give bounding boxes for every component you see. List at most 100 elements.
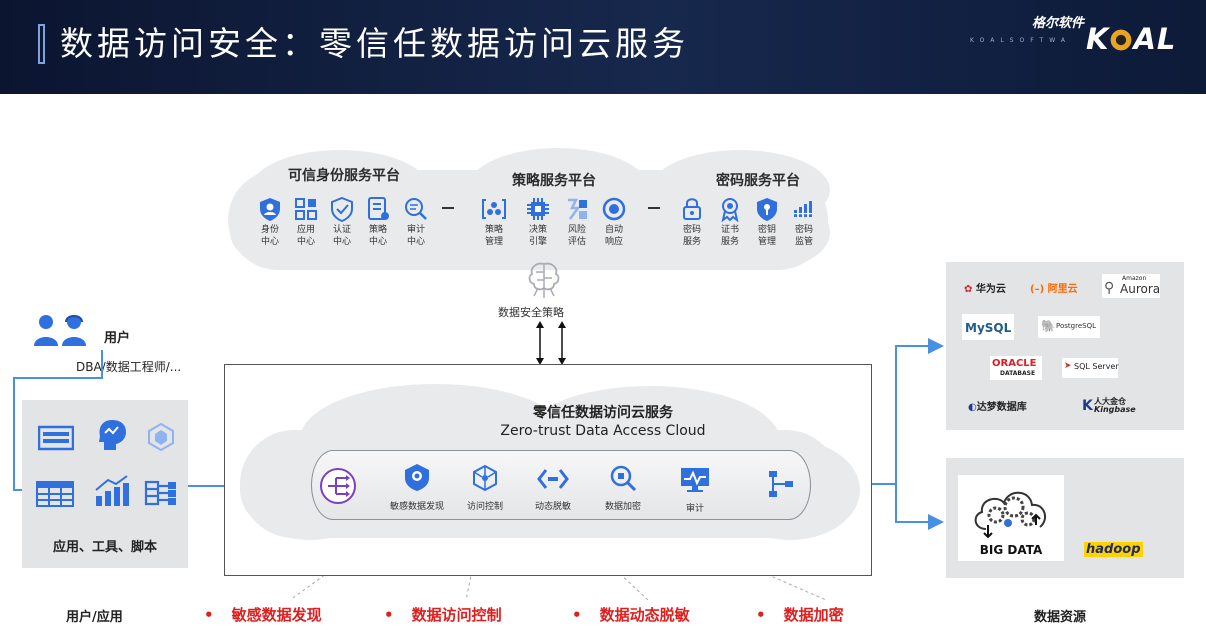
- aliyun-icon: (–): [1030, 284, 1048, 295]
- vendor-amazon-aurora: Amazon ⚲ Aurora: [1102, 274, 1161, 298]
- users-title: 用户: [104, 331, 131, 346]
- big-data-logo: BIG DATA: [958, 475, 1064, 561]
- auto-response-icon: [602, 197, 626, 221]
- keyboard-icon: [38, 425, 74, 451]
- platform-item: 证书 服务: [710, 196, 750, 248]
- module-label: 敏感数据发现: [389, 502, 444, 512]
- platform-item-label: 风险 评估: [567, 225, 586, 247]
- platform-item-label: 证书 服务: [720, 225, 739, 247]
- policy-doc-icon: [368, 197, 389, 220]
- feature-label: 数据访问控制: [411, 606, 502, 624]
- logo-k: K: [1086, 22, 1110, 56]
- module-label: 动态脱敏: [534, 502, 571, 512]
- platform-item: 身份 中心: [250, 196, 290, 248]
- platform-item: 密码 监管: [784, 196, 824, 248]
- logo-sun-icon: [1109, 28, 1134, 52]
- policy-manage-icon: [482, 199, 506, 219]
- postgres-elephant-icon: 🐘: [1041, 319, 1056, 333]
- feature-bullet: •: [204, 606, 214, 624]
- platform-separator: [442, 207, 454, 209]
- masking-icon: [537, 469, 569, 489]
- logo-cn-text: 格尔软件: [1032, 16, 1085, 31]
- big-data-cloud-icon: [974, 491, 1047, 539]
- gateway-icon: [320, 468, 356, 504]
- title-marker: [38, 24, 45, 64]
- service-module: [293, 466, 383, 510]
- workflow-icon: [144, 480, 176, 506]
- platform-item: 应用 中心: [286, 196, 326, 248]
- risk-icon: [568, 198, 587, 220]
- feature-item: •数据动态脱敏: [572, 604, 690, 625]
- shield-check-icon: [331, 196, 353, 222]
- policy-arrows: [536, 321, 566, 365]
- platform-item-label: 决策 引擎: [528, 225, 547, 247]
- platform-item: 审计 中心: [396, 196, 436, 248]
- dameng-icon: ◐: [968, 402, 977, 413]
- platform-item: 自动 响应: [594, 196, 634, 248]
- platform-item: 风险 评估: [557, 196, 597, 248]
- platform-item-label: 策略 管理: [484, 225, 503, 247]
- platform-item: 密钥 管理: [747, 196, 787, 248]
- big-data-label: BIG DATA: [979, 543, 1043, 557]
- platform-item-label: 认证 中心: [332, 225, 351, 247]
- platform-item: 密码 服务: [672, 196, 712, 248]
- growth-chart-icon: [95, 475, 129, 506]
- vendor-oracle: ORACLE DATABASE: [990, 356, 1042, 380]
- platform-title-policy: 策略服务平台: [512, 173, 596, 189]
- cube-icon: [148, 422, 174, 452]
- feature-item: • 敏感数据发现: [204, 604, 322, 625]
- service-module: 审计: [650, 466, 740, 514]
- audit-monitor-icon: [681, 468, 709, 492]
- service-module: 访问控制: [440, 464, 530, 512]
- encrypt-search-icon: [610, 465, 637, 492]
- vendor-postgresql: 🐘 PostgreSQL: [1038, 316, 1100, 338]
- platform-item: 策略 管理: [474, 196, 514, 248]
- service-module: [734, 470, 824, 502]
- feature-label: 敏感数据发现: [231, 606, 322, 624]
- feature-label: 数据加密: [783, 606, 844, 624]
- vendor-mysql: MySQL: [962, 314, 1014, 340]
- monitor-bars-icon: [794, 201, 812, 217]
- platform-item: 策略 中心: [358, 196, 398, 248]
- table-icon: [36, 481, 74, 507]
- sqlserver-icon: ➤: [1064, 361, 1072, 371]
- chip-icon: [527, 198, 549, 220]
- logo-tagline: KOALSOFTWA: [970, 37, 1071, 44]
- apps-icon: [295, 198, 317, 220]
- hadoop-logo: hadoop: [1084, 542, 1143, 557]
- policy-label: 数据安全策略: [498, 306, 564, 319]
- platform-item-label: 密码 监管: [794, 225, 813, 247]
- vendor-aliyun: (–) 阿里云: [1030, 284, 1078, 295]
- platform-separator: [648, 207, 660, 209]
- platform-item: 认证 中心: [322, 196, 362, 248]
- aurora-icon: ⚲: [1104, 280, 1115, 296]
- lock-icon: [683, 198, 701, 220]
- vendor-huawei: ✿ 华为云: [964, 284, 1006, 295]
- platform-item-label: 密钥 管理: [757, 225, 776, 247]
- platform-item-label: 审计 中心: [406, 225, 425, 247]
- apps-label: 应用、工具、脚本: [52, 540, 157, 555]
- feature-bullet: •: [384, 606, 394, 624]
- vendor-dameng: ◐达梦数据库: [968, 402, 1027, 413]
- identity-icon: [260, 198, 280, 221]
- ai-head-icon: [99, 420, 126, 450]
- service-module: 数据加密: [578, 464, 668, 512]
- platform-item-label: 自动 响应: [604, 225, 623, 247]
- platform-item-label: 密码 服务: [682, 225, 701, 247]
- platform-title-crypto: 密码服务平台: [716, 173, 800, 189]
- feature-item: •数据加密: [756, 604, 844, 625]
- platform-item-label: 应用 中心: [296, 225, 315, 247]
- module-label: 访问控制: [466, 502, 503, 512]
- platform-item-label: 身份 中心: [260, 225, 279, 247]
- platform-item: 决策 引擎: [518, 196, 558, 248]
- certificate-icon: [721, 198, 739, 222]
- service-module: 敏感数据发现: [372, 462, 462, 512]
- brain-policy-icon: [528, 262, 560, 298]
- feature-label: 数据动态脱敏: [599, 606, 690, 624]
- data-resources-caption: 数据资源: [1034, 610, 1087, 625]
- kingbase-icon: K: [1082, 398, 1093, 414]
- page-title: 数据访问安全：零信任数据访问云服务: [60, 24, 689, 63]
- service-module: 动态脱敏: [508, 466, 598, 512]
- discovery-icon: [405, 464, 429, 491]
